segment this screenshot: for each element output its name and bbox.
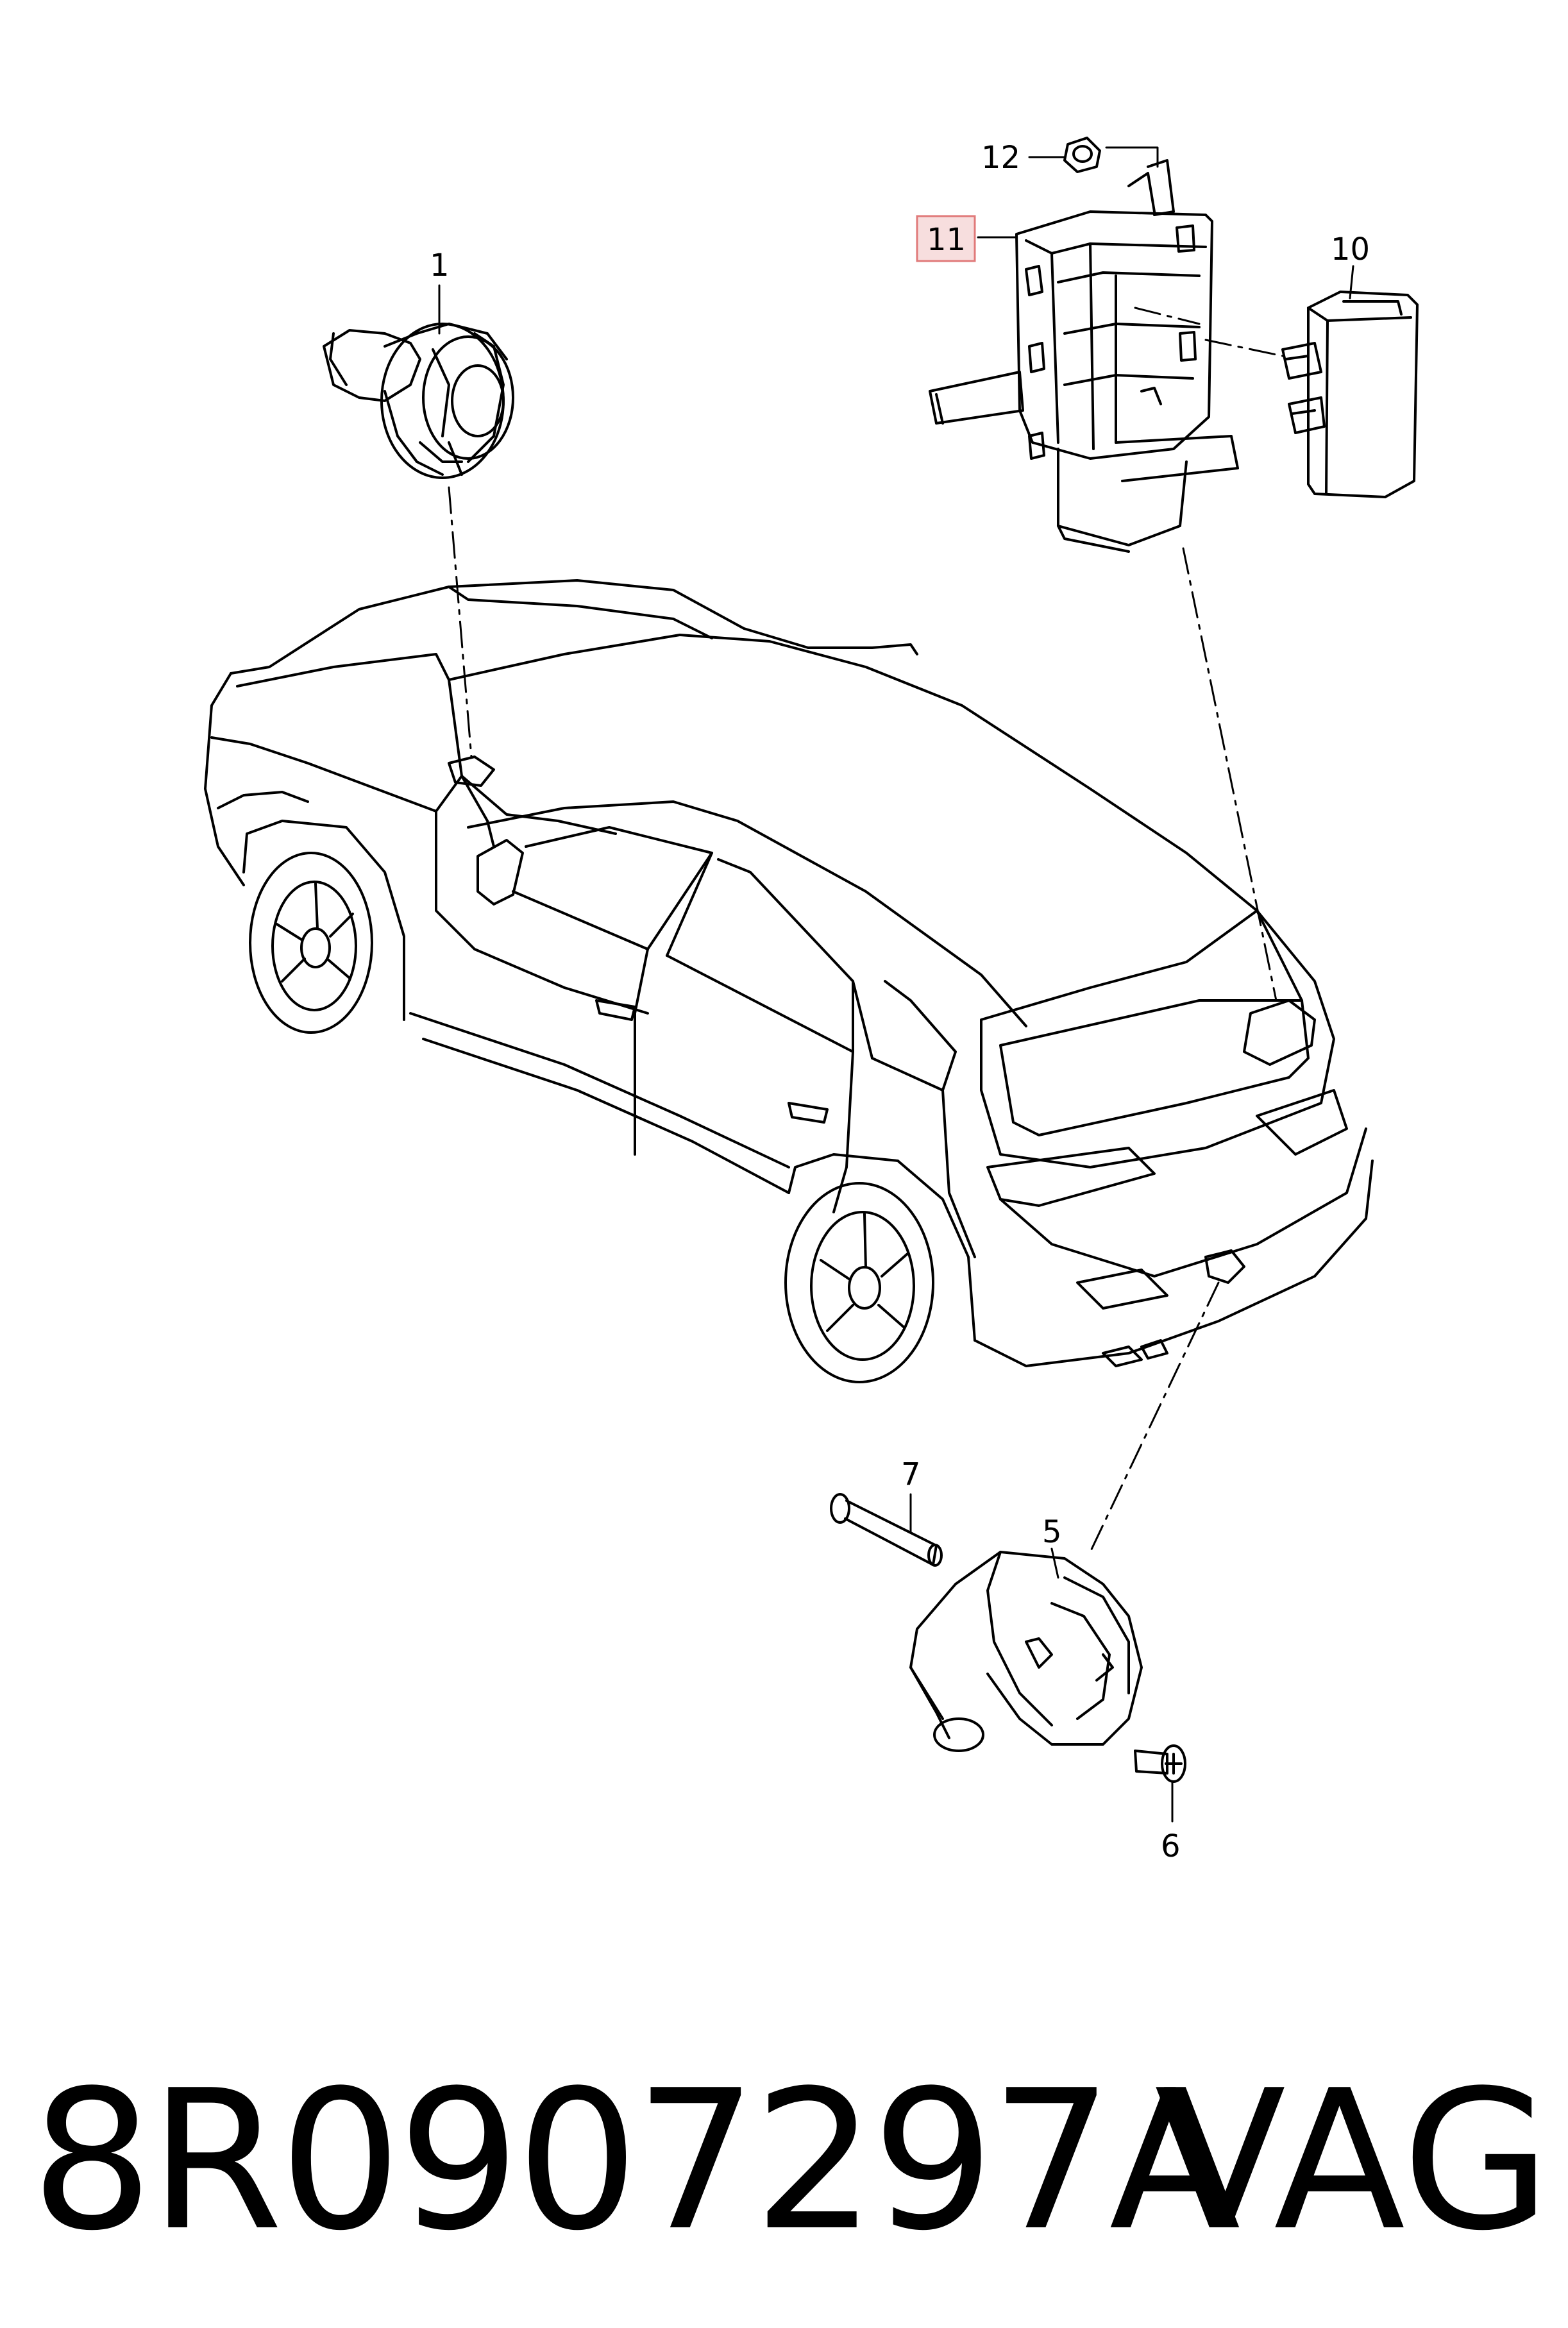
callout-5: 5 xyxy=(1042,1514,1062,1550)
callout-ticks xyxy=(438,146,1354,1823)
callout-7: 7 xyxy=(901,1456,921,1492)
footer: 8R0907297A VAG xyxy=(0,2027,1568,2296)
callout-11-highlight xyxy=(916,215,976,262)
callout-6: 6 xyxy=(1161,1828,1181,1864)
socket-part-5 xyxy=(909,1551,1143,1752)
callout-11: 11 xyxy=(927,222,966,258)
callout-12: 12 xyxy=(981,140,1020,176)
screw-part-6 xyxy=(1134,1744,1186,1783)
vehicle-outline xyxy=(204,579,1374,1383)
nut-part-12 xyxy=(1063,137,1101,173)
siren-part-1 xyxy=(323,323,514,479)
mount-points xyxy=(448,755,1316,1284)
callout-1: 1 xyxy=(430,248,450,283)
brand-name: VAG xyxy=(1154,2049,1551,2273)
part-number: 8R0907297A xyxy=(31,2049,1241,2273)
control-module-part-10 xyxy=(1281,291,1419,498)
pin-part-7 xyxy=(830,1493,943,1567)
bracket-part-11 xyxy=(929,159,1239,553)
callout-10: 10 xyxy=(1331,232,1370,267)
leader-lines xyxy=(448,307,1284,1553)
